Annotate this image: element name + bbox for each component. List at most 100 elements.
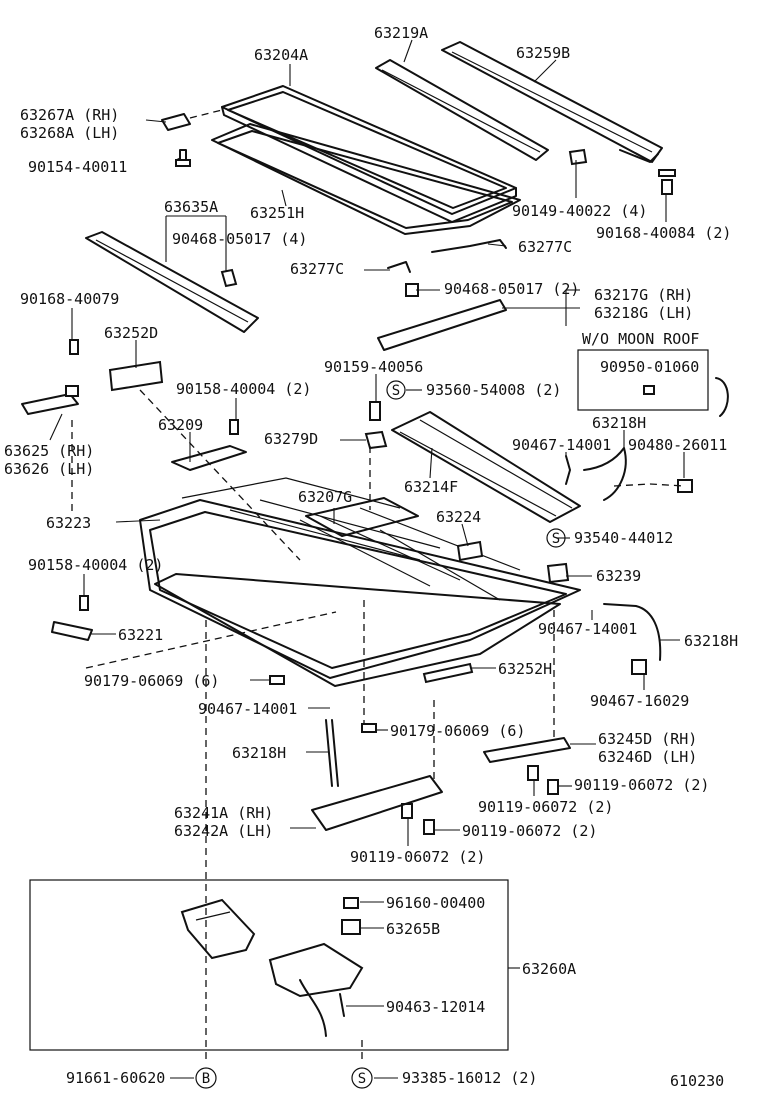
clip-90468-icon — [220, 268, 238, 288]
clip-90149-icon — [568, 148, 588, 166]
pad-63252d — [108, 360, 164, 392]
label-63217g: 63217G (RH) — [594, 286, 693, 304]
bolt-90119b-icon — [547, 779, 559, 795]
label-wo-moon-roof: W/O MOON ROOF — [582, 330, 699, 348]
weatherstrip — [211, 123, 521, 235]
label-90468a: 90468-05017 (4) — [172, 230, 307, 248]
label-91661: 91661-60620 — [66, 1069, 165, 1087]
bolt-90158-icon — [79, 595, 89, 611]
hose-63218h-lower-edge — [325, 719, 333, 787]
marker-s-93560: S — [386, 380, 406, 400]
label-63242a: 63242A (LH) — [174, 822, 273, 840]
label-90119a: 90119-06072 (2) — [574, 776, 709, 794]
nut-96160-icon — [343, 897, 359, 909]
clip-63239 — [546, 562, 570, 584]
rail-63635a — [85, 231, 259, 333]
label-63223: 63223 — [46, 514, 91, 532]
deflector-63214f — [391, 411, 581, 523]
label-90119b: 90119-06072 (2) — [478, 798, 613, 816]
label-63268a: 63268A (LH) — [20, 124, 119, 142]
label-90467c: 90467-16029 — [590, 692, 689, 710]
label-90168b: 90168-40079 — [20, 290, 119, 308]
cap-piece — [715, 377, 729, 417]
bolt-90168-icon — [658, 169, 676, 195]
label-90480: 90480-26011 — [628, 436, 727, 454]
label-63221: 63221 — [118, 626, 163, 644]
label-63204a: 63204A — [254, 46, 308, 64]
label-96160: 96160-00400 — [386, 894, 485, 912]
drive-unit-box — [29, 879, 509, 1051]
label-63252d: 63252D — [104, 324, 158, 342]
motor-unit — [180, 898, 256, 960]
label-63251h: 63251H — [250, 204, 304, 222]
label-63241a: 63241A (RH) — [174, 804, 273, 822]
bracket-63241a — [311, 775, 443, 831]
label-63259b: 63259B — [516, 44, 570, 62]
label-63214f: 63214F — [404, 478, 458, 496]
label-90168a: 90168-40084 (2) — [596, 224, 731, 242]
label-63219a: 63219A — [374, 24, 428, 42]
nut-90179b-icon — [361, 723, 377, 733]
bolt-90119d-icon — [423, 819, 435, 835]
diagram-id: 610230 — [670, 1072, 724, 1090]
label-90119c: 90119-06072 (2) — [462, 822, 597, 840]
gear-unit — [268, 942, 364, 1037]
svg-text:S: S — [392, 383, 400, 399]
marker-b-91661: B — [195, 1067, 217, 1089]
bolt-90158a-icon — [229, 419, 239, 435]
panel-63207g — [305, 497, 419, 537]
nut-90179a-icon — [269, 675, 285, 685]
sunroof-frame — [139, 477, 581, 687]
svg-text:B: B — [202, 1071, 210, 1087]
label-63218g: 63218G (LH) — [594, 304, 693, 322]
label-90149: 90149-40022 (4) — [512, 202, 647, 220]
clip-63277c-icon — [387, 239, 507, 273]
hose-63218h-upper — [583, 447, 627, 501]
bracket-63245d — [483, 737, 571, 763]
label-90467b: 90467-14001 — [538, 620, 637, 638]
label-93560: 93560-54008 (2) — [426, 381, 561, 399]
label-93385: 93385-16012 (2) — [402, 1069, 537, 1087]
label-63277c-b: 63277C — [290, 260, 344, 278]
bracket-63221 — [51, 621, 93, 641]
label-63218h-b: 63218H — [684, 632, 738, 650]
bracket-63224 — [456, 540, 484, 562]
label-63277c-a: 63277C — [518, 238, 572, 256]
wo-moon-roof-box — [577, 349, 709, 411]
hose-63218h-right — [603, 603, 662, 661]
bolt-90154-icon — [175, 149, 191, 167]
svg-text:S: S — [358, 1071, 366, 1087]
leader-lines — [49, 39, 685, 1079]
bracket-63625 — [21, 385, 79, 415]
housing-63209 — [171, 445, 247, 471]
label-63218h-a: 63218H — [592, 414, 646, 432]
bracket-63217g — [377, 283, 507, 351]
screw-90463-icon — [339, 993, 345, 1017]
label-63260a: 63260A — [522, 960, 576, 978]
clip-90467a-icon — [565, 455, 571, 485]
marker-s-93385: S — [351, 1067, 373, 1089]
label-63625: 63625 (RH) — [4, 442, 94, 460]
label-90158b: 90158-40004 (2) — [28, 556, 163, 574]
bracket-63267a — [161, 109, 223, 131]
label-90468b: 90468-05017 (2) — [444, 280, 579, 298]
label-63265b: 63265B — [386, 920, 440, 938]
label-90950: 90950-01060 — [600, 358, 699, 376]
bolt-90119c-icon — [401, 803, 413, 819]
clip-90467c-icon — [631, 659, 647, 675]
label-63279d: 63279D — [264, 430, 318, 448]
pad-63252h — [422, 662, 474, 684]
label-63246d: 63246D (LH) — [598, 748, 697, 766]
label-63239: 63239 — [596, 567, 641, 585]
label-63207g: 63207G — [298, 488, 352, 506]
rail-63259b — [441, 41, 663, 163]
label-90467d: 90467-14001 — [198, 700, 297, 718]
label-63245d: 63245D (RH) — [598, 730, 697, 748]
rail-63219a — [375, 59, 549, 161]
label-90158a: 90158-40004 (2) — [176, 380, 311, 398]
label-63218h-c: 63218H — [232, 744, 286, 762]
dashed-leaders — [71, 389, 685, 1062]
label-63267a: 63267A (RH) — [20, 106, 119, 124]
